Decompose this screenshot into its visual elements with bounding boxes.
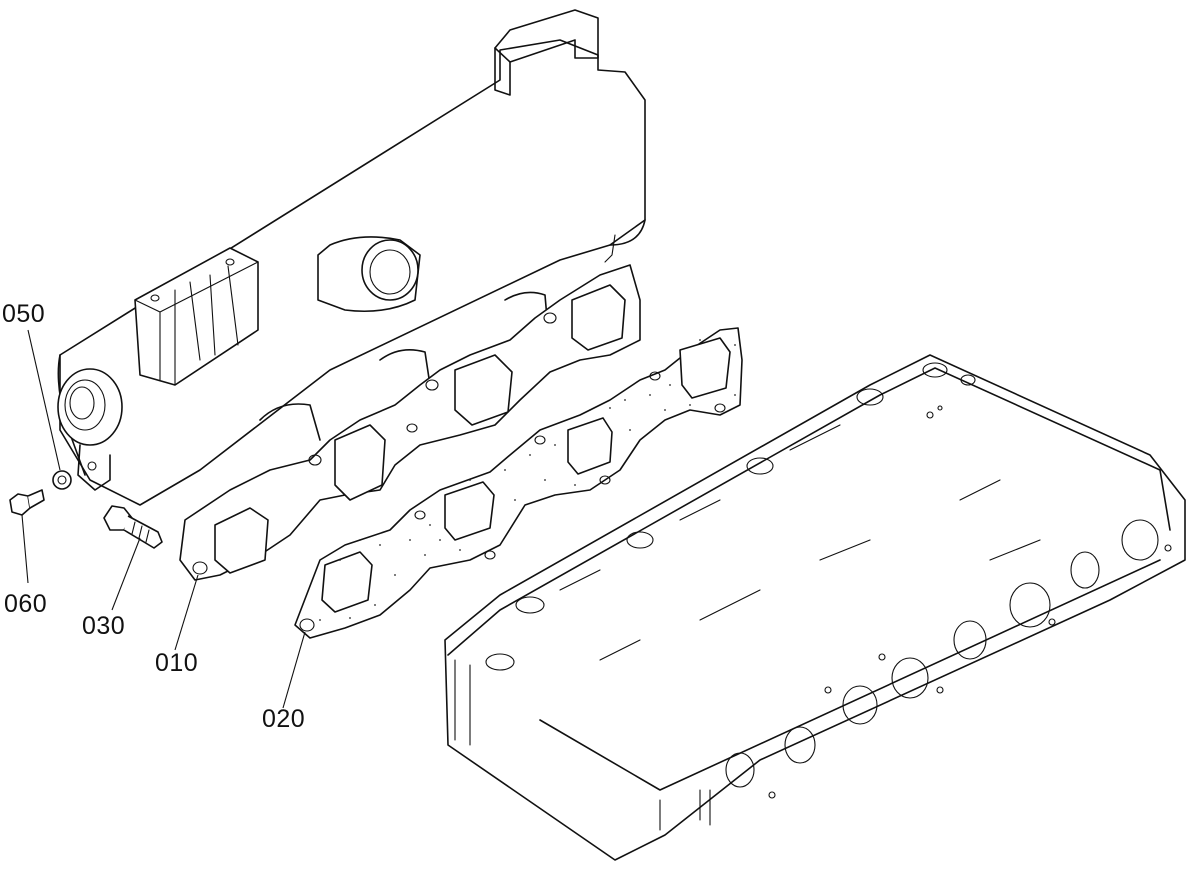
washer-050 [52,470,72,490]
leader-lines [21,329,306,709]
stud-030 [103,505,163,549]
cylinder-head [444,354,1186,861]
manifold-gasket [294,327,743,639]
manifold-body [57,9,646,506]
part-number-060: 060 [4,590,48,618]
part-number-030: 030 [82,612,126,640]
manifold-flange [179,264,641,581]
bolt-060 [9,489,45,516]
part-number-050: 050 [2,300,46,328]
part-number-010: 010 [155,649,199,677]
part-number-020: 020 [262,705,306,733]
